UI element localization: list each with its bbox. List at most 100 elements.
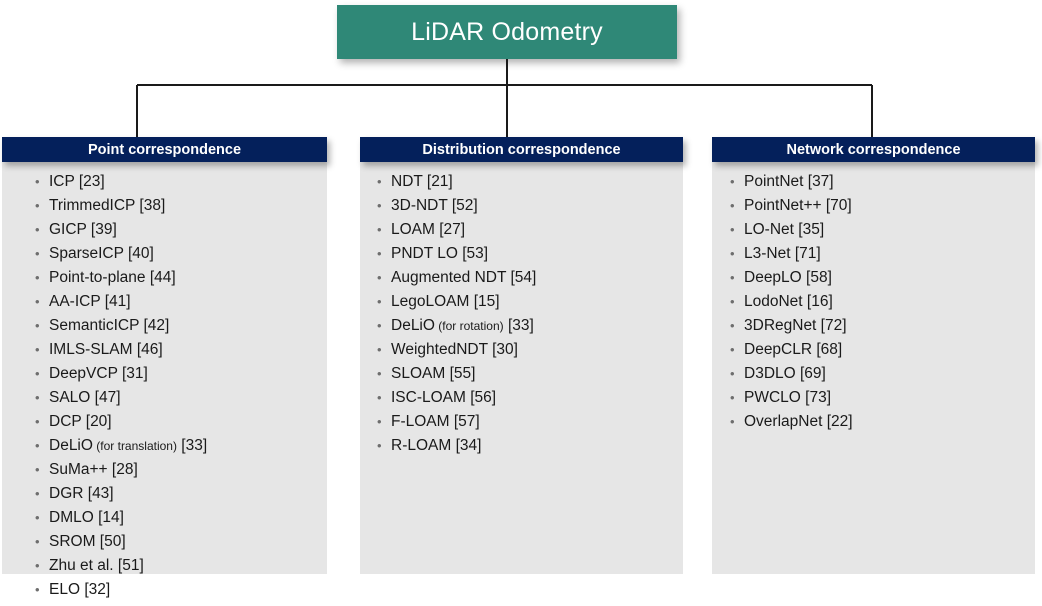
method-reference: [37] <box>803 173 834 190</box>
method-name: 3DRegNet <box>744 317 817 334</box>
list-item: •3D-NDT [52] <box>360 198 683 222</box>
method-reference: [69] <box>795 365 826 382</box>
method-name: F-LOAM <box>391 413 450 430</box>
method-reference: [32] <box>80 581 111 598</box>
method-name: 3D-NDT <box>391 197 448 214</box>
bullet-icon: • <box>35 438 40 453</box>
method-reference: [51] <box>113 557 144 574</box>
list-item-label: DCP [20] <box>49 414 112 430</box>
bullet-icon: • <box>377 342 382 357</box>
list-item-label: SLOAM [55] <box>391 366 475 382</box>
bullet-icon: • <box>730 174 735 189</box>
list-item-label: DeepCLR [68] <box>744 342 842 358</box>
method-name: NDT <box>391 173 423 190</box>
bullet-icon: • <box>35 318 40 333</box>
list-item: • PNDT LO [53] <box>360 246 683 270</box>
list-item: •ELO [32] <box>2 582 327 606</box>
method-reference: [28] <box>107 461 138 478</box>
bullet-icon: • <box>35 462 40 477</box>
branch-header-distribution-correspondence: Distribution correspondence <box>360 137 683 162</box>
bullet-icon: • <box>35 342 40 357</box>
list-item: •DeepLO [58] <box>712 270 1035 294</box>
method-reference: [42] <box>139 317 170 334</box>
list-item-label: IMLS-SLAM [46] <box>49 342 163 358</box>
bullet-icon: • <box>377 270 382 285</box>
list-item-label: PNDT LO [53] <box>391 246 488 262</box>
method-name: LodoNet <box>744 293 803 310</box>
list-item-label: SALO [47] <box>49 390 121 406</box>
bullet-icon: • <box>730 270 735 285</box>
branch-body-point-correspondence: •ICP [23]•TrimmedICP [38]•GICP [39]•Spar… <box>2 162 327 597</box>
method-name: SemanticICP <box>49 317 140 334</box>
list-item: •OverlapNet [22] <box>712 414 1035 438</box>
bullet-icon: • <box>730 222 735 237</box>
list-item-label: ICP [23] <box>49 174 105 190</box>
list-item: •SparseICP [40] <box>2 246 327 270</box>
bullet-icon: • <box>730 366 735 381</box>
method-reference: [30] <box>487 341 518 358</box>
list-item: • PointNet [37] <box>712 174 1035 198</box>
method-list-point-correspondence: •ICP [23]•TrimmedICP [38]•GICP [39]•Spar… <box>2 174 327 606</box>
method-name: PointNet++ <box>744 197 822 214</box>
list-item: •D3DLO [69] <box>712 366 1035 390</box>
list-item: • SemanticICP [42] <box>2 318 327 342</box>
list-item-label: SuMa++ [28] <box>49 462 138 478</box>
bullet-icon: • <box>35 270 40 285</box>
method-reference: [56] <box>465 389 497 406</box>
method-name: DeLiO <box>49 437 93 454</box>
bullet-icon: • <box>35 558 40 573</box>
list-item: •Zhu et al. [51] <box>2 558 327 582</box>
method-name: DCP <box>49 413 82 430</box>
bullet-icon: • <box>377 366 382 381</box>
bullet-icon: • <box>730 318 735 333</box>
list-item: •LO-Net [35] <box>712 222 1035 246</box>
branch-header-label: Point correspondence <box>87 141 242 158</box>
method-name: R-LOAM <box>391 437 452 454</box>
list-item-label: DeepVCP [31] <box>49 366 148 382</box>
method-reference: [15] <box>469 293 500 310</box>
method-qualifier: (for rotation) <box>434 319 504 333</box>
bullet-icon: • <box>730 294 735 309</box>
branch-header-network-correspondence: Network correspondence <box>712 137 1035 162</box>
list-item: •DCP [20] <box>2 414 327 438</box>
list-item: •DeepCLR [68] <box>712 342 1035 366</box>
list-item-label: 3D-NDT [52] <box>391 198 478 214</box>
method-name: ELO <box>49 581 81 598</box>
list-item-label: PointNet [37] <box>744 174 834 190</box>
list-item-label: LegoLOAM [15] <box>391 294 500 310</box>
branch-network-correspondence: Network correspondence • PointNet [37] • Po… <box>712 137 1035 574</box>
method-name: DeLiO <box>391 317 435 334</box>
list-item: •R-LOAM [34] <box>360 438 683 462</box>
method-name: WeightedNDT <box>391 341 488 358</box>
bullet-icon: • <box>35 510 40 525</box>
list-item-label: R-LOAM [34] <box>391 438 481 454</box>
list-item-label: WeightedNDT [30] <box>391 342 518 358</box>
bullet-icon: • <box>730 414 735 429</box>
list-item-label: LodoNet [16] <box>744 294 833 310</box>
method-name: SALO <box>49 389 91 406</box>
branch-body-network-correspondence: •PointNet [37]•PointNet++ [70]•LO-Net [3… <box>712 162 1035 574</box>
bullet-icon: • <box>35 246 40 261</box>
bullet-icon: • <box>377 246 382 261</box>
list-item: •NDT [21] <box>360 174 683 198</box>
bullet-icon: • <box>377 294 382 309</box>
list-item-label: NDT [21] <box>391 174 453 190</box>
list-item-label: SROM [50] <box>49 534 126 550</box>
list-item-label: SemanticICP [42] <box>49 318 169 334</box>
method-reference: [55] <box>445 365 476 382</box>
bullet-icon: • <box>35 294 40 309</box>
method-reference: [58] <box>801 269 832 286</box>
bullet-icon: • <box>35 366 40 381</box>
method-reference: [57] <box>449 413 480 430</box>
method-name: PWCLO <box>744 389 801 406</box>
list-item-label: Augmented NDT [54] <box>391 270 536 286</box>
method-reference: [33] <box>176 437 208 454</box>
method-name: L3-Net <box>744 245 791 262</box>
list-item: •L3-Net [71] <box>712 246 1035 270</box>
method-name: DeepCLR <box>744 341 813 358</box>
method-name: DeepVCP <box>49 365 118 382</box>
method-reference: [14] <box>93 509 124 526</box>
list-item-label: L3-Net [71] <box>744 246 821 262</box>
bullet-icon: • <box>730 390 735 405</box>
list-item: •AA-ICP [41] <box>2 294 327 318</box>
